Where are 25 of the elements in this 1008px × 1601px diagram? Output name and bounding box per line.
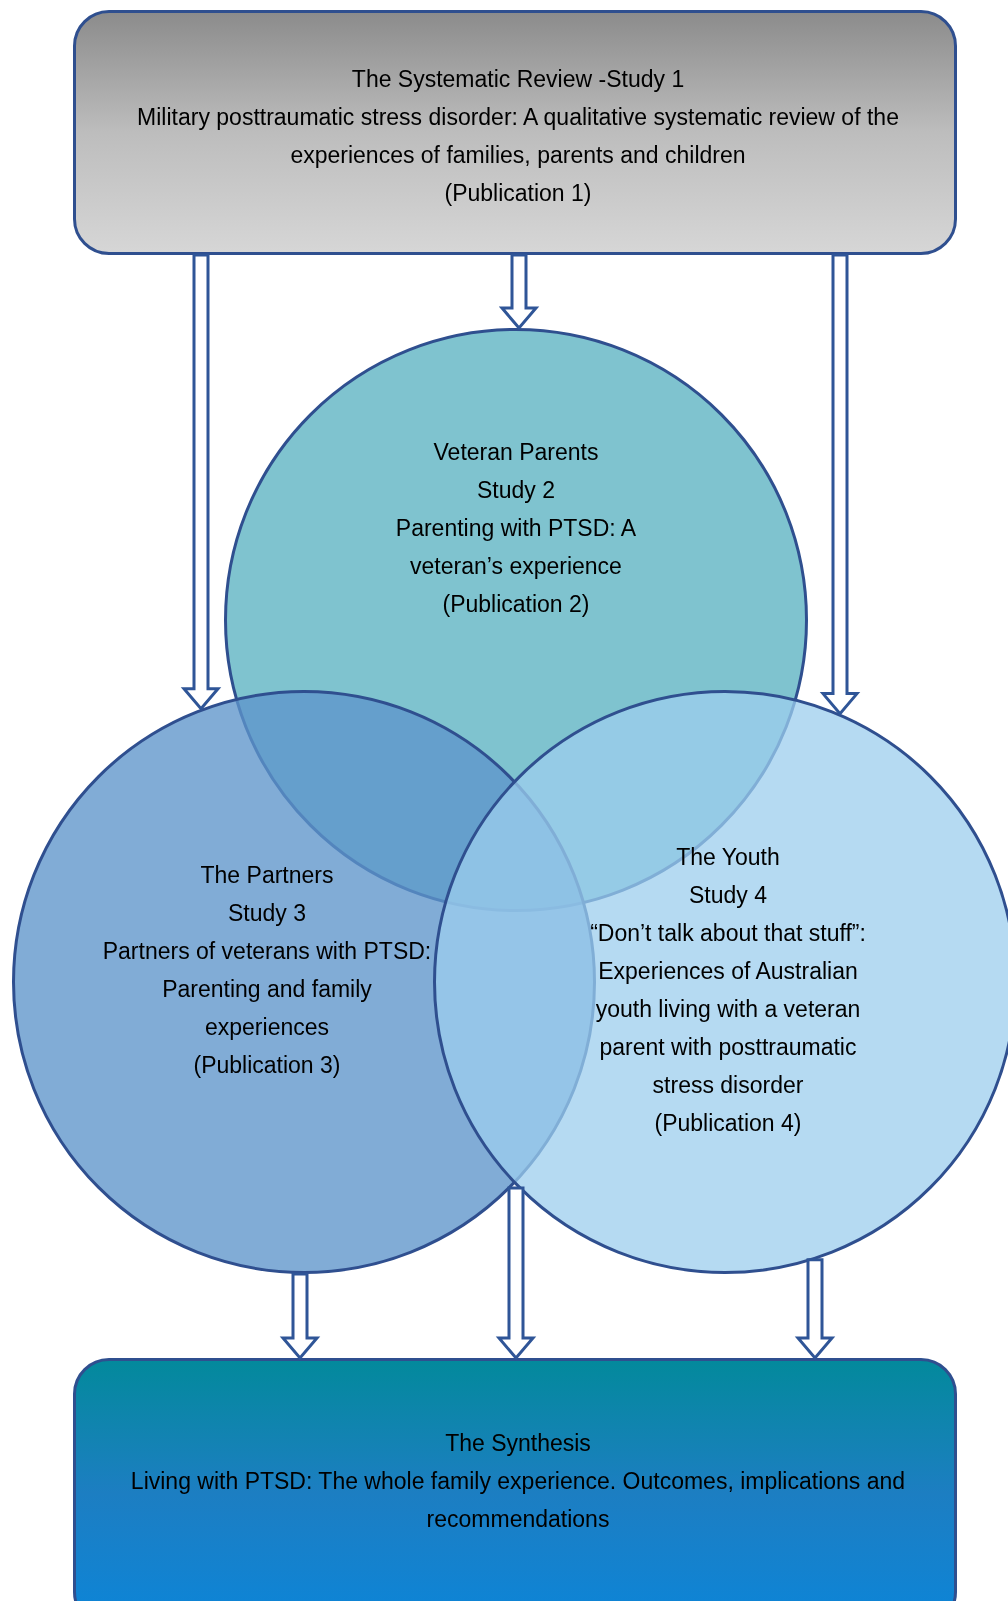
node-text: (Publication 4)	[654, 1109, 802, 1138]
node-text: Partners of veterans with PTSD: Parenting and family experiences	[102, 937, 432, 1042]
node-text: The Youth	[676, 843, 780, 872]
rounded-box	[73, 1358, 957, 1601]
node-text: (Publication 3)	[193, 1051, 341, 1080]
block-arrow	[794, 1258, 836, 1361]
block-arrow	[495, 1186, 537, 1361]
node-text: The Systematic Review -Study 1	[351, 64, 685, 94]
block-arrow	[498, 253, 540, 331]
node-text: The Synthesis	[445, 1429, 591, 1458]
node-text: Study 4	[689, 881, 767, 910]
block-arrow	[819, 253, 861, 716]
node-text: The Partners	[200, 861, 334, 890]
node-text: (Publication 1)	[444, 178, 592, 208]
node-text: “Don’t talk about that stuff”: Experiences of Australian youth living with a veteran parent with posttraumatic stress disorder	[589, 919, 867, 1100]
node-text: Study 3	[228, 899, 306, 928]
node-text: Living with PTSD: The whole family experience. Outcomes, implications and recommendations	[129, 1467, 907, 1534]
rounded-box	[73, 10, 957, 255]
block-arrow	[279, 1272, 321, 1361]
node-text: (Publication 2)	[442, 590, 590, 619]
node-text: Parenting with PTSD: A veteran’s experience	[394, 514, 638, 581]
block-arrow	[180, 253, 222, 712]
node-text: Military posttraumatic stress disorder: A qualitative systematic review of the experiences of families, parents and children	[136, 102, 900, 170]
node-text: Veteran Parents	[433, 438, 599, 467]
node-text: Study 2	[477, 476, 555, 505]
